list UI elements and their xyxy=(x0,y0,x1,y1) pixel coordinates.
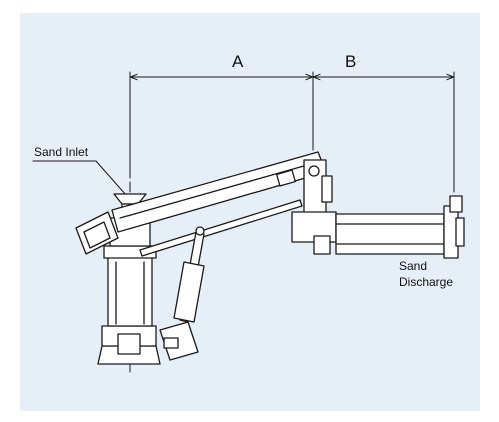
main-boom xyxy=(111,151,327,257)
sand-discharge-label-line2: Discharge xyxy=(399,275,454,289)
rear-housing xyxy=(75,211,119,255)
boom-pivot-joint xyxy=(303,159,333,221)
discharge-head xyxy=(443,195,465,259)
dimension-label-b: B xyxy=(345,52,357,71)
motor-box xyxy=(159,321,199,361)
dimension-label-a: A xyxy=(232,52,244,71)
hydraulic-cylinder xyxy=(173,226,205,323)
sand-discharge-label-line1: Sand xyxy=(399,259,428,273)
sand-inlet-label: Sand Inlet xyxy=(34,145,89,159)
discharge-arm xyxy=(291,211,445,255)
sand-inlet-leader-slant xyxy=(95,160,127,196)
